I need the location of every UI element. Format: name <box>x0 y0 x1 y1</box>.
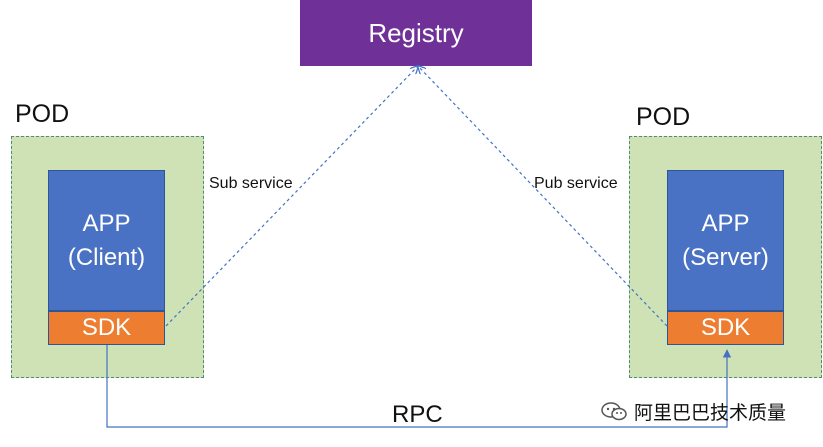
left-pod-label: POD <box>15 100 70 128</box>
server-app-subtitle: (Server) <box>682 243 769 271</box>
client-app-subtitle: (Client) <box>67 243 146 271</box>
server-app-box: APP (Server) <box>667 170 784 311</box>
client-sdk-label: SDK <box>81 314 132 341</box>
wechat-icon <box>601 401 627 420</box>
client-app-box: APP (Client) <box>48 170 165 311</box>
watermark: 阿里巴巴技术质量 <box>600 398 786 425</box>
registry-label: Registry <box>368 17 464 48</box>
client-sdk-box: SDK <box>48 311 165 345</box>
server-sdk-label: SDK <box>700 314 751 341</box>
watermark-text: 阿里巴巴技术质量 <box>634 403 787 424</box>
client-app-title: APP <box>82 209 131 237</box>
sub-service-label: Sub service <box>209 175 293 192</box>
registry-box: Registry <box>300 0 532 66</box>
server-app-title: APP <box>701 209 750 237</box>
rpc-label: RPC <box>392 401 443 428</box>
pub-service-label: Pub service <box>534 175 618 192</box>
right-pod-label: POD <box>636 103 691 131</box>
server-sdk-box: SDK <box>667 311 784 345</box>
